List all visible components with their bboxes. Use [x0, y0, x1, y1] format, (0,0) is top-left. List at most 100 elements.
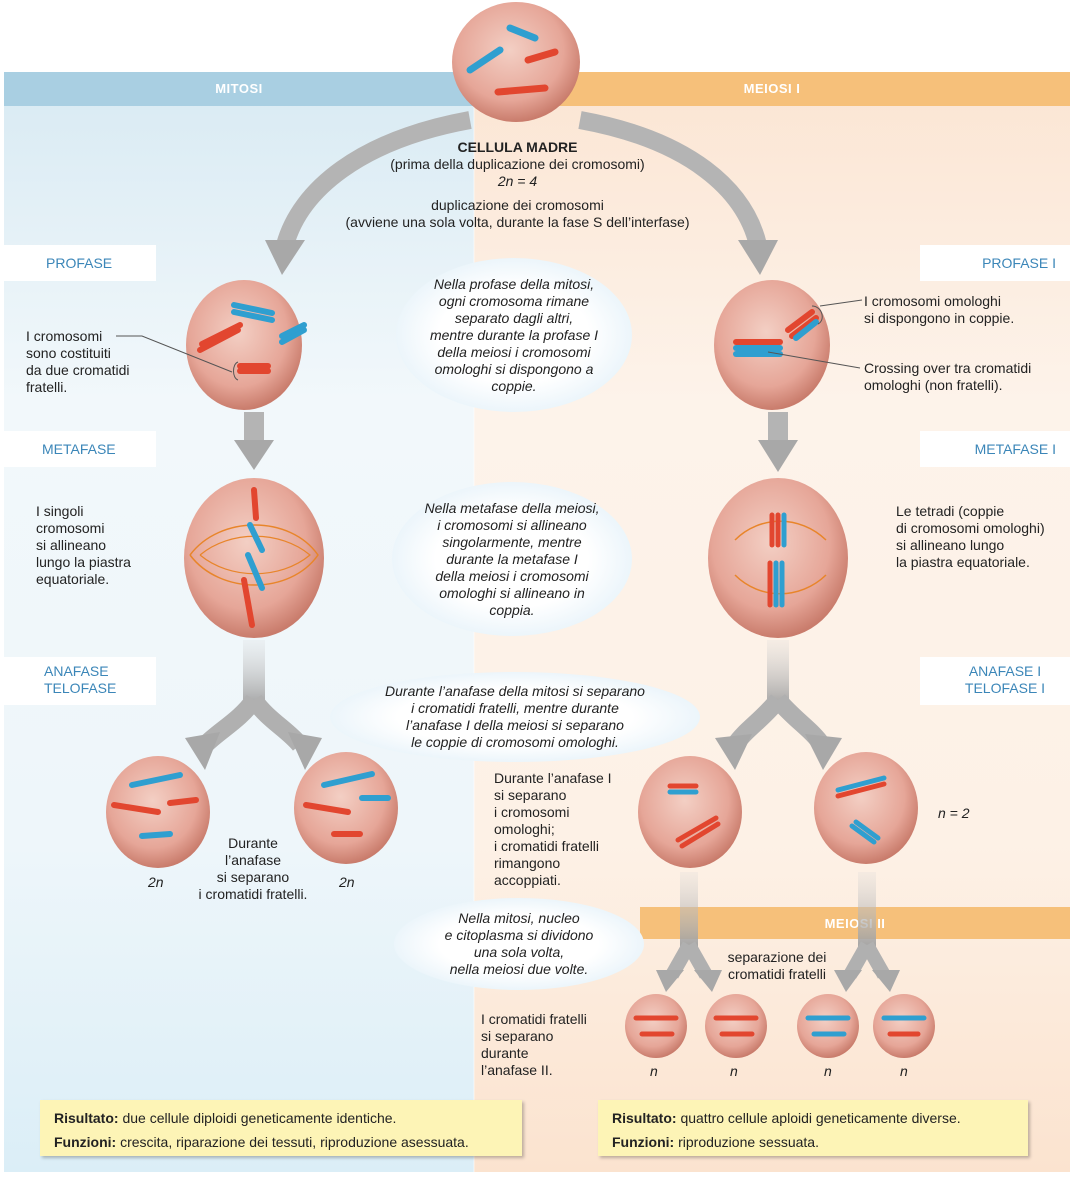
label-n2: n = 2 — [938, 805, 970, 821]
mother-title: CELLULA MADRE — [457, 139, 578, 155]
cell-metafase — [184, 478, 324, 638]
note-line: omologhi (non fratelli). — [864, 377, 1003, 393]
arrow-split-right — [715, 640, 842, 770]
mother-dup2: (avviene una sola volta, durante la fase… — [345, 214, 690, 230]
bubble-line: durante la metafase I — [446, 550, 578, 567]
note-separazione: separazione dei cromatidi fratelli — [712, 949, 842, 983]
bubble-line: le coppie di cromosomi omologhi. — [411, 734, 619, 750]
tab-anafase: ANAFASE — [44, 663, 109, 679]
note-line: si separano — [494, 787, 567, 803]
note-line: i cromosomi — [494, 804, 570, 820]
tab-anafase1-telofase1: ANAFASE I TELOFASE I — [920, 657, 1070, 705]
bubble-line: omologhi si allineano in — [439, 584, 585, 601]
label-n-3: n — [824, 1063, 832, 1079]
meiosi2-header: MEIOSI II — [640, 907, 1070, 939]
note-line: l’anafase II. — [481, 1062, 553, 1078]
bubble-line: omologhi si dispongono a — [434, 360, 594, 377]
result-label: Risultato: — [54, 1110, 119, 1126]
tab-anafase-telofase: ANAFASE TELOFASE — [4, 657, 156, 705]
label-2n-right: 2n — [339, 874, 355, 890]
bubble-line: nella meiosi due volte. — [449, 961, 589, 977]
note-line: I cromosomi — [26, 328, 103, 344]
bubble-line: separato dagli altri, — [454, 309, 574, 326]
func-line-mitosi: Funzioni: crescita, riparazione dei tess… — [54, 1130, 508, 1154]
cell-profase1 — [714, 280, 830, 410]
cell-mitosi-daughter-1 — [106, 756, 210, 868]
bubble-profase: Nella profase della mitosi, ogni cromoso… — [396, 258, 632, 412]
note-line: i cromatidi fratelli — [494, 838, 600, 854]
leader-cromatidi — [116, 335, 239, 381]
bubble-line: coppie. — [491, 377, 537, 394]
bubble-line: ogni cromosoma rimane — [438, 292, 590, 309]
bubble-line: una sola volta, — [473, 944, 565, 960]
label-n-4: n — [900, 1063, 908, 1079]
mother-cell — [452, 2, 580, 122]
tab-metafase: METAFASE — [4, 431, 156, 467]
note-line: sono costituiti — [26, 345, 111, 361]
bubble-line: i cromosomi si allineano — [437, 516, 587, 533]
cell-meiosi2-4 — [873, 994, 935, 1058]
tab-metafase1: METAFASE I — [920, 431, 1070, 467]
note-line: si allineano — [36, 537, 107, 553]
arrow-prof-meta-left — [234, 412, 274, 470]
bubble-line: l’anafase I della meiosi si separano — [406, 717, 624, 733]
bubble-line: singolarmente, mentre — [442, 533, 582, 550]
note-line: la piastra equatoriale. — [896, 554, 1030, 570]
bubble-line: mentre durante la profase I — [429, 326, 599, 343]
note-crossing: Crossing over tra cromatidi omologhi (no… — [864, 360, 1064, 394]
func-text: crescita, riparazione dei tessuti, ripro… — [116, 1134, 469, 1150]
tab-profase: PROFASE — [4, 245, 156, 281]
tab-anafase1: ANAFASE I — [968, 663, 1042, 679]
note-line: si dispongono in coppie. — [864, 310, 1015, 326]
mother-ploidy: 2n = 4 — [497, 173, 538, 189]
note-anafase1: Durante l’anafase I si separano i cromos… — [494, 770, 634, 889]
arrow-meiosi2-right — [834, 872, 900, 992]
note-line: cromosomi — [36, 520, 105, 536]
note-line: Crossing over tra cromatidi — [864, 360, 1032, 376]
note-line: rimangono — [494, 855, 561, 871]
bubble-line: Nella metafase della meiosi, — [424, 499, 600, 516]
note-line: equatoriale. — [36, 571, 110, 587]
result-box-meiosi: Risultato: quattro cellule aploidi genet… — [598, 1100, 1028, 1156]
note-line: l’anafase — [224, 852, 282, 868]
bubble-line: Durante l’anafase della mitosi si separa… — [385, 683, 645, 699]
note-line: omologhi; — [494, 821, 555, 837]
cell-meiosi1-daughter-2 — [814, 752, 918, 864]
note-line: Le tetradi (coppie — [896, 503, 1005, 519]
cell-profase — [186, 280, 307, 410]
note-line: si separano — [216, 869, 290, 885]
note-line: si separano — [481, 1028, 554, 1044]
cell-meiosi1-daughter-1 — [638, 756, 742, 868]
note-line: Durante l’anafase I — [494, 770, 612, 786]
note-line: I cromosomi omologhi — [864, 293, 1001, 309]
arrow-to-profase1 — [578, 111, 778, 275]
note-line: da due cromatidi — [26, 362, 130, 378]
note-anafase2: I cromatidi fratelli si separano durante… — [481, 1011, 616, 1079]
bubble-line: coppia. — [489, 601, 535, 618]
result-box-mitosi: Risultato: due cellule diploidi genetica… — [40, 1100, 522, 1156]
mother-subtitle: (prima della duplicazione dei cromosomi) — [390, 156, 645, 172]
bubble-metafase: Nella metafase della meiosi, i cromosomi… — [392, 482, 632, 636]
meiosi1-header: MEIOSI I — [474, 72, 1070, 106]
bubble-line: della meiosi i cromosomi — [435, 567, 589, 584]
tab-profase1: PROFASE I — [920, 245, 1070, 281]
bubble-line: i cromatidi fratelli, mentre durante — [411, 700, 619, 716]
result-label: Risultato: — [612, 1110, 677, 1126]
func-line-meiosi: Funzioni: riproduzione sessuata. — [612, 1130, 1014, 1154]
bubble-line: Nella profase della mitosi, — [433, 275, 595, 292]
arrow-prof-meta-right — [758, 412, 798, 472]
note-omologhi: I cromosomi omologhi si dispongono in co… — [864, 293, 1064, 327]
arrow-meiosi2-left — [656, 872, 722, 992]
note-line: cromatidi fratelli — [727, 966, 827, 982]
mitosi-header: MITOSI — [4, 72, 474, 106]
note-cromatidi: I cromosomi sono costituiti da due croma… — [26, 328, 146, 396]
note-line: si allineano lungo — [896, 537, 1005, 553]
tab-telofase1: TELOFASE I — [964, 680, 1046, 696]
cell-meiosi2-1 — [625, 994, 687, 1058]
note-line: di cromosomi omologhi) — [896, 520, 1045, 536]
note-line: Durante — [228, 835, 278, 851]
bubble-line: Nella mitosi, nucleo — [458, 910, 580, 926]
func-text: riproduzione sessuata. — [674, 1134, 819, 1150]
note-singoli: I singoli cromosomi si allineano lungo l… — [36, 503, 166, 588]
bubble-anafase: Durante l’anafase della mitosi si separa… — [330, 672, 700, 762]
